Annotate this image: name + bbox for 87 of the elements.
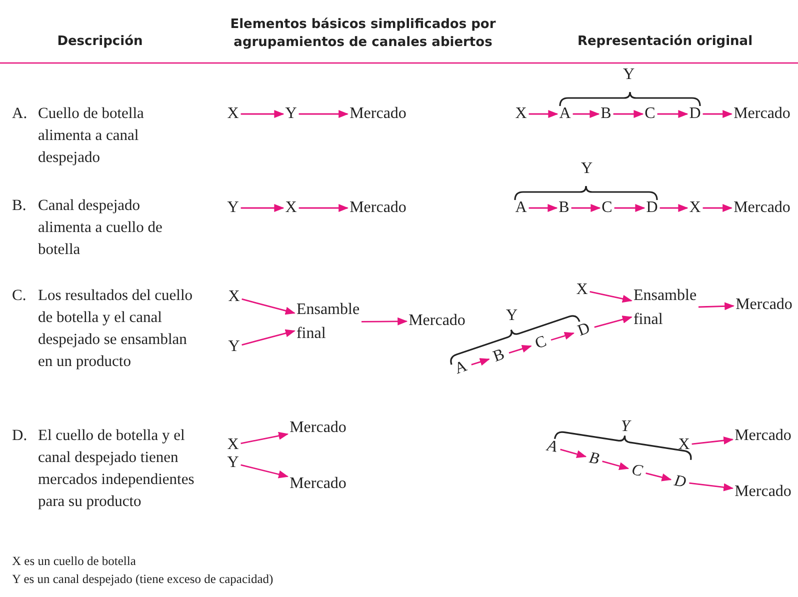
flow-label: Mercado (736, 296, 792, 314)
flow-label: Mercado (350, 105, 406, 123)
flow-label: Mercado (734, 105, 790, 123)
flow-label: Mercado (290, 475, 346, 493)
arrow (240, 110, 284, 118)
flow-label: Mercado (734, 427, 792, 445)
arrow (240, 204, 284, 212)
footnote: X es un cuello de botella (12, 553, 136, 569)
flow-label: Y (227, 199, 239, 217)
column-header: Descripción (56, 33, 144, 51)
flow-label: C (532, 332, 550, 354)
arrow (702, 110, 733, 118)
arrow (240, 464, 289, 478)
arrow (362, 317, 408, 326)
arrow (692, 436, 734, 445)
arrow (660, 204, 688, 212)
arrow (240, 432, 289, 444)
arrow (613, 110, 644, 118)
row-letter: B. (12, 196, 26, 216)
arrow (602, 460, 630, 470)
row-description: Los resultados del cuello de botella y el canal despejado se ensamblan en un producto (38, 286, 193, 372)
flow-label: B (600, 105, 612, 123)
arrow (528, 204, 558, 212)
arrow (508, 344, 532, 354)
arrow (614, 204, 646, 212)
column-header: Representación original (576, 33, 754, 51)
row-description: Canal despejado alimenta a cuello de botella (38, 196, 164, 260)
brace-label: Y (506, 307, 518, 325)
column-header: Elementos básicos simplificados por agrupamientos de canales abiertos (229, 16, 497, 52)
flow-label: B (558, 199, 570, 217)
arrow (689, 482, 734, 492)
arrow (657, 110, 688, 118)
flow-label: Mercado (408, 312, 466, 330)
flow-label: X (228, 288, 240, 306)
row-description: El cuello de botella y el canal despejado tienen mercados independientes para su producto (38, 426, 196, 512)
arrow (298, 110, 349, 118)
flow-label: X (515, 105, 527, 123)
arrow (594, 316, 632, 328)
brace-label: Y (623, 66, 635, 84)
flow-label: A (452, 358, 470, 378)
flow-label: Mercado (734, 483, 792, 501)
flow-label: Mercado (350, 199, 406, 217)
flow-label: C (602, 199, 612, 217)
arrow (298, 204, 349, 212)
arrow (590, 291, 632, 303)
flow-label: X (285, 199, 297, 217)
flow-label: X (227, 436, 239, 454)
arrow (528, 110, 558, 118)
flow-label: B (490, 346, 508, 366)
flow-label: C (644, 105, 656, 123)
flow-label: X (689, 199, 701, 217)
arrow (550, 332, 575, 341)
flow-label: D (576, 320, 592, 340)
brace-label: Y (621, 418, 630, 436)
row-letter: A. (12, 104, 28, 124)
row-description: Cuello de botella alimenta a canal despejado (38, 104, 145, 168)
flow-label: D (689, 105, 701, 123)
arrow (242, 329, 296, 346)
flow-label: Y (285, 105, 297, 123)
flow-label: X (576, 281, 588, 299)
flow-label: Ensamble final (633, 284, 697, 332)
flow-label: Y (227, 454, 239, 472)
arrow (560, 448, 587, 458)
flow-label: B (588, 450, 600, 468)
flow-label: Ensamble final (296, 298, 360, 346)
flow-label: D (672, 472, 688, 492)
flow-label: A (546, 438, 558, 456)
arrow (571, 204, 601, 212)
flow-label: X (678, 436, 690, 454)
flow-label: Y (228, 338, 240, 356)
arrow (702, 204, 733, 212)
flow-label: Mercado (734, 199, 790, 217)
arrow (471, 358, 490, 366)
flow-label: D (646, 199, 658, 217)
flow-label: C (630, 461, 644, 481)
footnote: Y es un canal despejado (tiene exceso de capacidad) (12, 571, 274, 587)
flow-label: A (515, 199, 527, 217)
brace-label: Y (581, 160, 593, 178)
flow-label: Mercado (290, 419, 346, 437)
arrow (698, 302, 735, 310)
row-letter: C. (12, 286, 26, 306)
arrow (646, 472, 672, 482)
arrow (242, 298, 296, 315)
row-letter: D. (12, 426, 28, 446)
flow-label: A (559, 105, 571, 123)
arrow (572, 110, 600, 118)
flow-label: X (227, 105, 239, 123)
